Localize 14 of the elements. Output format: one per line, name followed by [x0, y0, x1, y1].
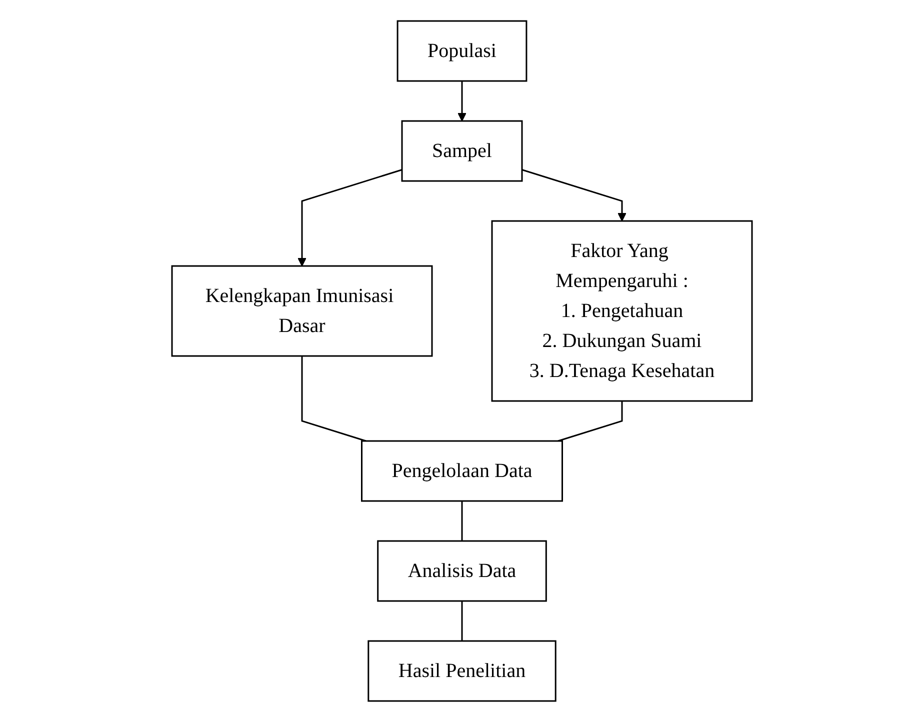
arrow [298, 169, 402, 266]
arrow [522, 169, 626, 222]
connector [301, 356, 366, 442]
node-box: Kelengkapan Imunisasi Dasar [171, 265, 433, 357]
connector [558, 401, 623, 442]
arrow [458, 81, 466, 122]
node-box: Hasil Penelitian [368, 640, 556, 702]
node-box: Populasi [396, 20, 528, 82]
connector [461, 501, 463, 541]
node-box: Analisis Data [377, 540, 547, 602]
node-box: Faktor Yang Mempengaruhi : 1. Pengetahuan 2. Dukungan Suami 3. D.Tenaga Kesehatan [491, 220, 753, 402]
connector [461, 601, 463, 641]
node-box: Sampel [401, 120, 523, 182]
node-box: Pengelolaan Data [361, 440, 563, 502]
